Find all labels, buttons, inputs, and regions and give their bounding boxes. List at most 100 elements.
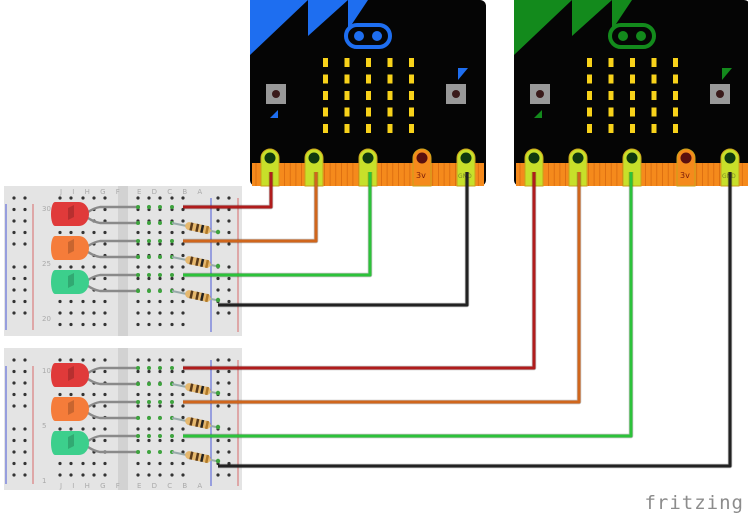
led-die — [68, 400, 74, 415]
led-green — [51, 431, 89, 455]
terminal-hole — [103, 299, 107, 304]
rail-hole — [12, 450, 16, 454]
rail-hole — [23, 230, 27, 235]
resistor-band — [189, 256, 194, 265]
rail-hole — [12, 311, 16, 315]
terminal-hole — [158, 299, 162, 304]
terminal-hole — [181, 299, 185, 304]
terminal-hole — [158, 242, 162, 246]
row-label: 10 — [42, 367, 51, 375]
wire-black-top[interactable] — [218, 172, 469, 307]
rail-connection — [215, 458, 221, 464]
row-label: 5 — [42, 422, 46, 430]
terminal-hole — [158, 461, 162, 466]
terminal-hole — [158, 369, 162, 374]
led-matrix-pixel — [409, 107, 414, 117]
logo-eye — [354, 31, 364, 41]
rail-hole — [227, 288, 231, 292]
wire-black-bottom[interactable] — [218, 172, 732, 468]
resistor-band — [200, 385, 205, 395]
terminal-hole — [158, 265, 162, 269]
rail-hole — [216, 369, 220, 374]
terminal-hole — [170, 242, 174, 246]
terminal-hole — [136, 461, 140, 466]
terminal-hole — [170, 311, 174, 315]
led-matrix-pixel — [651, 124, 657, 133]
connected-hole — [158, 255, 162, 259]
rail-hole — [12, 219, 16, 223]
terminal-hole — [69, 311, 73, 315]
rail-hole — [23, 288, 27, 292]
terminal-hole — [147, 461, 151, 466]
column-labels-right: E D C B A — [137, 188, 206, 196]
terminal-hole — [147, 369, 151, 374]
led-matrix-pixel — [344, 107, 350, 117]
rail-hole — [23, 427, 27, 431]
resistor-band — [195, 291, 200, 301]
terminal-hole — [58, 265, 62, 269]
resistor — [185, 383, 211, 396]
terminal-hole — [181, 461, 185, 466]
rail-connection — [215, 263, 221, 269]
rail-hole — [23, 358, 27, 362]
rail-hole — [227, 311, 231, 315]
led-leg-cathode — [87, 411, 140, 420]
led-die — [68, 366, 74, 381]
rail-hole — [23, 473, 27, 477]
connected-hole — [158, 205, 162, 209]
resistor — [185, 417, 211, 430]
terminal-hole — [69, 461, 73, 466]
wire-red-top[interactable] — [183, 172, 273, 209]
wire-green-top[interactable] — [183, 172, 372, 277]
terminal-hole — [92, 461, 96, 466]
terminal-hole — [136, 438, 140, 443]
rail-hole — [216, 288, 220, 292]
button-a-marker — [534, 110, 542, 118]
pin-hole — [416, 152, 428, 164]
connected-hole — [158, 273, 162, 277]
led-matrix-pixel — [323, 91, 328, 100]
terminal-hole — [158, 230, 162, 235]
led-matrix-pixel — [630, 58, 635, 67]
wire-orange-top[interactable] — [183, 172, 318, 243]
terminal-hole — [181, 427, 185, 431]
led-leg-anode — [87, 239, 140, 248]
terminal-hole — [103, 404, 107, 408]
led-matrix-pixel — [387, 74, 393, 84]
pin-hole — [680, 152, 692, 164]
wire-red-bottom[interactable] — [183, 172, 536, 370]
rail-hole — [227, 450, 231, 454]
led-leg-cathode — [87, 250, 140, 259]
rail-hole — [227, 299, 231, 304]
resistor-band — [189, 417, 194, 426]
terminal-hole — [158, 196, 162, 200]
led-matrix-pixel — [366, 124, 371, 133]
rail-hole — [23, 450, 27, 454]
column-labels-left: J I H G F — [59, 482, 124, 490]
rail-hole — [227, 381, 231, 385]
wire-black-top-shadow — [218, 172, 470, 308]
terminal-hole — [181, 196, 185, 200]
terminal-hole — [92, 196, 96, 200]
rail-hole — [12, 207, 16, 212]
terminal-hole — [69, 230, 73, 235]
terminal-hole — [69, 322, 73, 327]
led-matrix-pixel — [366, 107, 371, 117]
microbit-logo-corner — [514, 0, 632, 55]
column-labels-left: J I H G F — [59, 188, 124, 196]
resistor-band — [195, 384, 200, 394]
wire-green-bottom[interactable] — [183, 172, 633, 438]
terminal-hole — [81, 427, 85, 431]
led-matrix-pixel — [366, 91, 371, 100]
pin-hole — [626, 152, 638, 164]
connected-hole — [147, 289, 151, 293]
rail-hole — [216, 381, 220, 385]
wire-orange-bottom[interactable] — [183, 172, 581, 404]
led-matrix-pixel — [409, 91, 414, 100]
resistor-band — [195, 223, 200, 233]
terminal-hole — [69, 473, 73, 477]
terminal-hole — [170, 265, 174, 269]
rail-hole — [227, 427, 231, 431]
